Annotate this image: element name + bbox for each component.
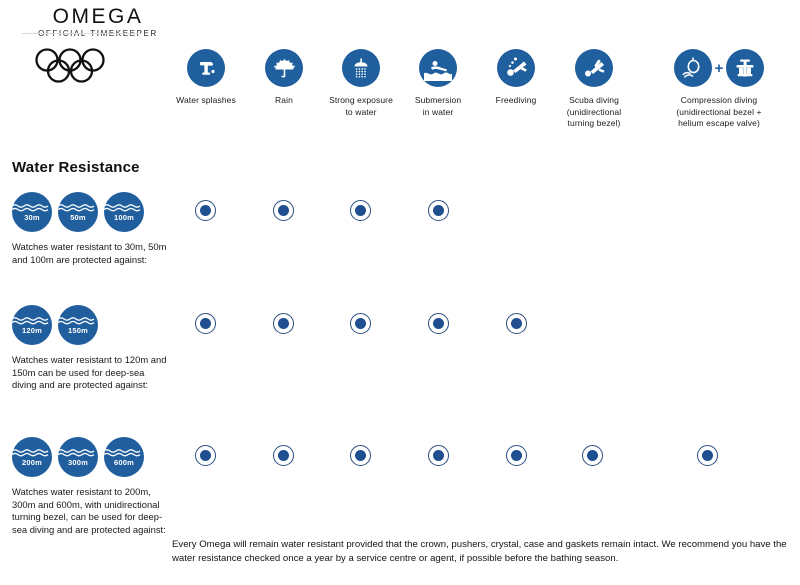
water-resistance-badge: 300m <box>58 437 98 477</box>
protection-dot <box>506 313 527 334</box>
olympic-rings-icon <box>30 48 140 89</box>
swimmer-icon <box>419 49 457 87</box>
footer-note: Every Omega will remain water resistant … <box>172 539 787 564</box>
group-description: Watches water resistant to 200m, 300m an… <box>12 486 166 535</box>
plus-sign: + <box>714 59 724 77</box>
protection-dot <box>428 200 449 221</box>
protection-dot <box>350 445 371 466</box>
protection-dot-fill <box>355 318 366 329</box>
condition-water-splashes: Water splashes <box>166 47 246 107</box>
condition-label: Freediving <box>495 95 537 105</box>
badge-value: 50m <box>70 213 86 222</box>
protection-dot-fill <box>278 205 289 216</box>
protection-dot <box>506 445 527 466</box>
protection-dot <box>195 313 216 334</box>
badge-value: 30m <box>24 213 40 222</box>
badge-value: 100m <box>114 213 134 222</box>
condition-label: Water splashes <box>176 95 236 105</box>
brand-name: OMEGA <box>52 5 144 28</box>
brand-divider <box>22 33 140 34</box>
protection-dot-fill <box>587 450 598 461</box>
protection-dot-fill <box>278 318 289 329</box>
protection-dot <box>273 200 294 221</box>
badge-list: 30m 50m 100m <box>12 192 168 232</box>
water-resistance-badge: 600m <box>104 437 144 477</box>
badge-value: 150m <box>68 326 88 335</box>
water-resistance-badge: 150m <box>58 305 98 345</box>
protection-dot <box>697 445 718 466</box>
badge-list: 200m 300m 600m <box>12 437 168 477</box>
protection-dot-fill <box>200 205 211 216</box>
umbrella-icon <box>265 49 303 87</box>
badge-value: 600m <box>114 458 134 467</box>
protection-dot <box>273 313 294 334</box>
protection-dot <box>350 313 371 334</box>
freediver-icon <box>497 49 535 87</box>
badge-value: 300m <box>68 458 88 467</box>
water-resistance-badge: 120m <box>12 305 52 345</box>
protection-dot-fill <box>355 450 366 461</box>
water-resistance-badge: 50m <box>58 192 98 232</box>
protection-dot-fill <box>511 450 522 461</box>
condition-compression-diving: + Compression diving(unidirectional beze… <box>644 47 794 130</box>
protection-dot-fill <box>433 450 444 461</box>
water-resistance-badge: 30m <box>12 192 52 232</box>
protection-dot-fill <box>433 205 444 216</box>
protection-dot <box>582 445 603 466</box>
protection-dot <box>195 445 216 466</box>
protection-dot <box>428 313 449 334</box>
protection-dot-fill <box>702 450 713 461</box>
protection-dot <box>195 200 216 221</box>
protection-dot-fill <box>355 205 366 216</box>
protection-dot <box>273 445 294 466</box>
scuba-diver-icon <box>575 49 613 87</box>
group-description: Watches water resistant to 120m and 150m… <box>12 354 167 391</box>
condition-freediving: Freediving <box>476 47 556 107</box>
protection-dot <box>428 445 449 466</box>
protection-dot-fill <box>200 318 211 329</box>
protection-dot-fill <box>433 318 444 329</box>
water-resistance-badge: 200m <box>12 437 52 477</box>
faucet-icon <box>187 49 225 87</box>
badge-value: 200m <box>22 458 42 467</box>
badge-list: 120m 150m <box>12 305 168 345</box>
condition-label: Compression diving(unidirectional bezel … <box>676 95 762 128</box>
group-description: Watches water resistant to 30m, 50m and … <box>12 241 167 265</box>
protection-dot <box>350 200 371 221</box>
group-30-100: 30m 50m 100m Watches water resistant to … <box>12 192 168 266</box>
protection-dot-fill <box>511 318 522 329</box>
page-title: Water Resistance <box>12 159 140 176</box>
helium-escape-valve-icon <box>726 49 765 87</box>
group-200-600: 200m 300m 600m Watches water resistant t… <box>12 437 168 536</box>
group-120-150: 120m 150m Watches water resistant to 120… <box>12 305 168 392</box>
shower-head-icon <box>342 49 380 87</box>
condition-label: Rain <box>275 95 293 105</box>
condition-rain: Rain <box>244 47 324 107</box>
water-resistance-badge: 100m <box>104 192 144 232</box>
badge-value: 120m <box>22 326 42 335</box>
protection-dot-fill <box>278 450 289 461</box>
diving-helmet-icon <box>673 49 712 87</box>
protection-dot-fill <box>200 450 211 461</box>
